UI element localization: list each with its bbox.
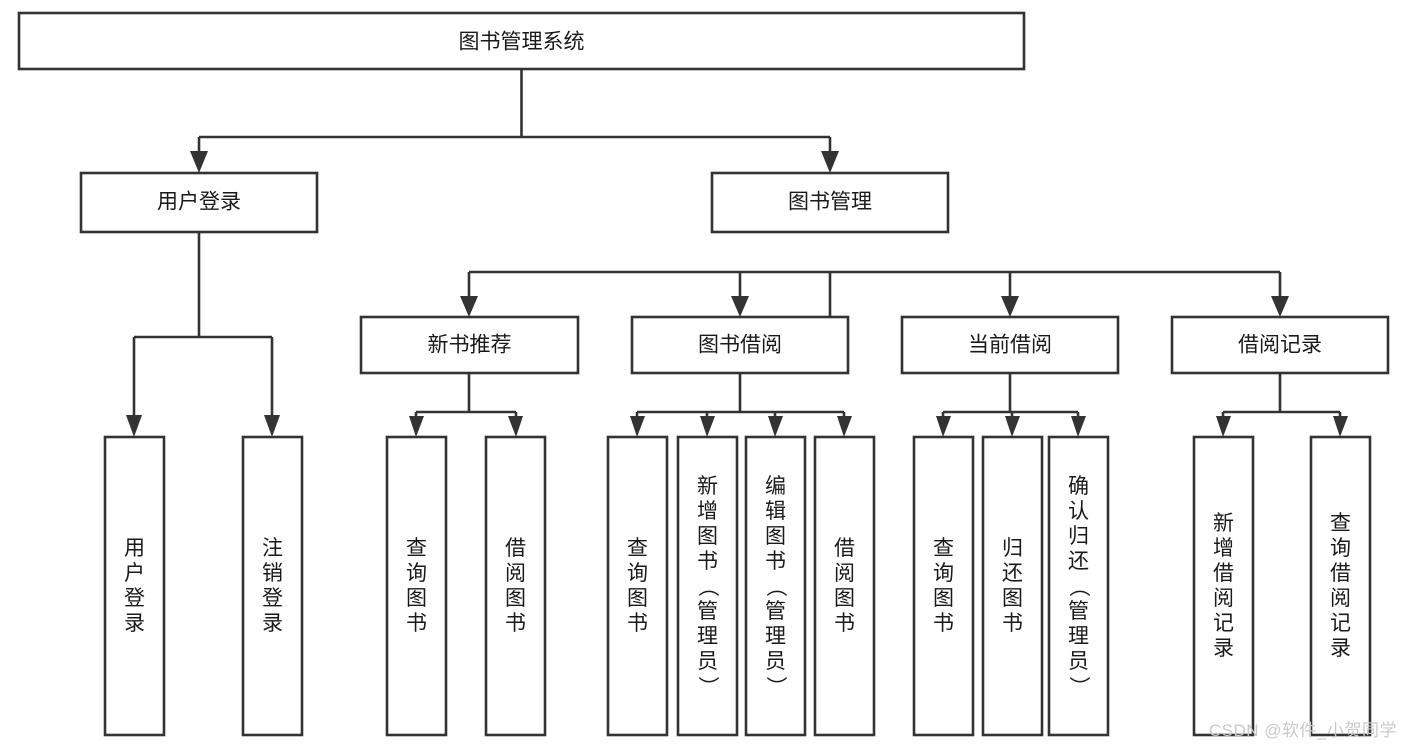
edge-group-current-borrow — [936, 373, 1086, 437]
node-leaf-add-book-admin-box[interactable] — [676, 435, 739, 737]
node-root-label: 图书管理系统 — [459, 31, 585, 54]
node-leaf-query-book-3-box[interactable] — [912, 435, 975, 737]
node-book-manage-label: 图书管理 — [788, 191, 872, 214]
node-user-login-box[interactable] — [79, 171, 319, 234]
arrow-head-leaf-borrow-book-2 — [837, 416, 852, 437]
node-borrow-record-label: 借阅记录 — [1238, 334, 1322, 357]
edge-group-borrow-record — [1216, 373, 1348, 437]
arrow-head-leaf-add-borrow-record — [1216, 416, 1231, 437]
edge-group-book-borrow — [630, 373, 852, 437]
node-leaf-edit-book-admin-box[interactable] — [744, 435, 807, 737]
node-leaf-query-book-2-box[interactable] — [606, 435, 669, 737]
node-current-borrow-label: 当前借阅 — [968, 334, 1052, 357]
arrow-head-leaf-confirm-return-admin — [1071, 416, 1086, 437]
node-leaf-query-borrow-record-box[interactable] — [1309, 435, 1372, 737]
node-borrow-record-box[interactable] — [1170, 315, 1390, 375]
arrow-head-leaf-edit-book-admin — [768, 416, 783, 437]
node-leaf-user-logout-box[interactable] — [241, 435, 304, 737]
node-book-manage-box[interactable] — [710, 171, 950, 234]
node-leaf-borrow-book-1-box[interactable] — [484, 435, 547, 737]
node-leaf-user-login-box[interactable] — [103, 435, 166, 737]
edge-group-user-login — [126, 232, 280, 437]
arrow-head-borrow-record — [1271, 296, 1289, 317]
arrow-head-book-manage — [821, 151, 839, 173]
node-leaf-add-borrow-record-box[interactable] — [1192, 435, 1255, 737]
arrow-head-leaf-query-borrow-record — [1333, 416, 1348, 437]
arrow-head-leaf-user-logout — [264, 415, 280, 437]
node-leaf-return-book-box[interactable] — [981, 435, 1044, 737]
node-leaf-query-book-1-box[interactable] — [385, 435, 448, 737]
node-new-book-recommend-box[interactable] — [359, 315, 580, 375]
arrow-head-current-borrow — [1001, 296, 1019, 317]
edge-group-root — [190, 69, 839, 173]
arrow-head-leaf-return-book — [1005, 416, 1020, 437]
edge-group-new-book-recommend — [409, 373, 523, 437]
node-leaf-confirm-return-admin-box[interactable] — [1047, 435, 1110, 737]
node-user-login-label: 用户登录 — [157, 191, 241, 214]
edge-group-book-manage — [460, 270, 1289, 373]
csdn-watermark: CSDN @软件_小贺同学 — [1208, 721, 1397, 740]
node-root-box[interactable] — [17, 11, 1026, 71]
arrow-head-new-book-recommend — [460, 296, 478, 317]
arrow-head-leaf-user-login — [126, 415, 142, 437]
arrow-head-leaf-borrow-book-1 — [508, 416, 523, 437]
arrow-head-leaf-query-book-1 — [409, 416, 424, 437]
node-book-borrow-label: 图书借阅 — [698, 334, 782, 357]
node-new-book-recommend-label: 新书推荐 — [428, 334, 512, 357]
arrow-head-leaf-query-book-2 — [630, 416, 645, 437]
node-leaf-borrow-book-2-box[interactable] — [813, 435, 876, 737]
arrow-head-book-borrow — [731, 296, 749, 317]
node-current-borrow-box[interactable] — [900, 315, 1120, 375]
node-book-borrow-box[interactable] — [630, 315, 850, 375]
arrow-head-leaf-query-book-3 — [936, 416, 951, 437]
arrow-head-user-login — [190, 151, 208, 173]
arrow-head-leaf-add-book-admin — [700, 416, 715, 437]
